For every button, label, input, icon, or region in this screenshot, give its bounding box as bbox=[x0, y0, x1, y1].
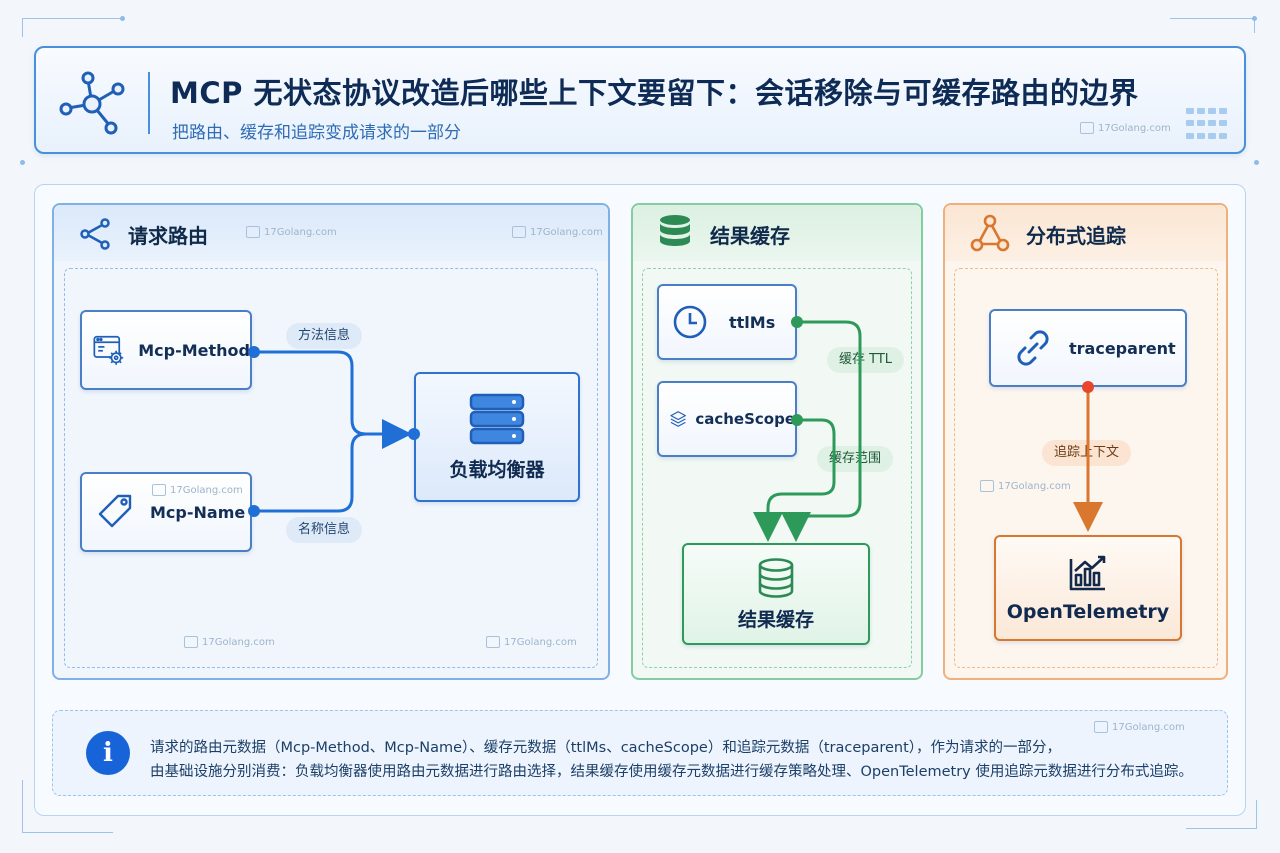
traceparent-connector-dot bbox=[1082, 381, 1094, 393]
corner-dot bbox=[1252, 16, 1257, 21]
corner-dot bbox=[120, 16, 125, 21]
result-cache-label: 结果缓存 bbox=[737, 608, 814, 631]
cache-inner-area bbox=[642, 268, 912, 668]
name-info-pill: 名称信息 bbox=[286, 517, 363, 543]
trace-graph-icon bbox=[970, 214, 1010, 252]
name-to-lb-connector bbox=[254, 432, 406, 513]
grid-decoration-icon bbox=[1186, 108, 1232, 142]
opentelemetry-node: OpenTelemetry bbox=[994, 535, 1182, 641]
ttl-label: ttlMs bbox=[729, 312, 776, 332]
tracing-panel-header bbox=[945, 205, 1226, 261]
watermark-text: 17Golang.com bbox=[530, 226, 603, 238]
watermark-text: 17Golang.com bbox=[1098, 122, 1171, 134]
watermark: 17Golang.com bbox=[184, 636, 275, 648]
database-icon bbox=[660, 215, 690, 246]
watermark: 17Golang.com bbox=[1080, 122, 1171, 134]
watermark-logo-icon bbox=[1080, 122, 1094, 134]
tracing-inner-area bbox=[954, 268, 1218, 668]
info-box bbox=[52, 710, 1228, 796]
link-icon bbox=[1017, 330, 1049, 366]
method-to-lb-connector bbox=[254, 350, 412, 449]
clock-icon bbox=[673, 305, 707, 339]
traceparent-label: traceparent bbox=[1069, 338, 1176, 358]
share-icon bbox=[80, 218, 110, 250]
watermark-logo-icon bbox=[246, 226, 260, 238]
mcp-name-node: Mcp-Name bbox=[80, 472, 252, 552]
layers-icon bbox=[670, 411, 686, 427]
tag-icon bbox=[98, 494, 132, 528]
watermark-text: 17Golang.com bbox=[1112, 721, 1185, 733]
corner-decoration bbox=[22, 18, 123, 37]
opentelemetry-label: OpenTelemetry bbox=[1006, 601, 1170, 623]
page-title: MCP 无状态协议改造后哪些上下文要留下：会话移除与可缓存路由的边界 bbox=[170, 76, 1139, 110]
watermark-text: 17Golang.com bbox=[998, 480, 1071, 492]
watermark: 17Golang.com bbox=[980, 480, 1071, 492]
name-connector-dot bbox=[248, 505, 260, 517]
watermark-logo-icon bbox=[486, 636, 500, 648]
load-balancer-label: 负载均衡器 bbox=[449, 458, 545, 481]
result-cache-node: 结果缓存 bbox=[682, 543, 870, 645]
routing-inner-area bbox=[64, 268, 598, 668]
corner-decoration bbox=[1170, 18, 1255, 33]
corner-dot bbox=[1254, 160, 1259, 165]
corner-dot bbox=[20, 160, 25, 165]
method-connector-dot bbox=[248, 346, 260, 358]
watermark-text: 17Golang.com bbox=[170, 484, 243, 496]
traceparent-node: traceparent bbox=[989, 309, 1187, 387]
analytics-chart-icon bbox=[1069, 555, 1106, 591]
cache-scope-label: cacheScope bbox=[695, 410, 795, 428]
server-stack-icon bbox=[469, 393, 525, 444]
watermark: 17Golang.com bbox=[486, 636, 577, 648]
header-banner bbox=[34, 46, 1246, 154]
corner-decoration bbox=[1186, 800, 1257, 829]
routing-panel-header bbox=[54, 205, 608, 261]
info-text-line-2: 由基础设施分别消费：负载均衡器使用路由元数据进行路由选择，结果缓存使用缓存元数据… bbox=[150, 764, 1193, 780]
watermark: 17Golang.com bbox=[246, 226, 337, 238]
cache-ttl-pill: 缓存 TTL bbox=[827, 347, 905, 373]
watermark: 17Golang.com bbox=[152, 484, 243, 496]
info-text-line-1: 请求的路由元数据（Mcp-Method、Mcp-Name）、缓存元数据（ttlM… bbox=[150, 740, 1062, 756]
watermark-text: 17Golang.com bbox=[202, 636, 275, 648]
watermark-logo-icon bbox=[980, 480, 994, 492]
mcp-method-node: Mcp-Method bbox=[80, 310, 252, 390]
header-divider bbox=[148, 72, 150, 134]
cache-scope-pill: 缓存范围 bbox=[817, 446, 894, 472]
watermark-text: 17Golang.com bbox=[264, 226, 337, 238]
ttl-connector-dot bbox=[791, 316, 803, 328]
routing-panel-title: 请求路由 bbox=[128, 224, 208, 248]
watermark-logo-icon bbox=[184, 636, 198, 648]
scope-connector-dot bbox=[791, 414, 803, 426]
load-balancer-node: 负载均衡器 bbox=[414, 372, 580, 502]
cache-panel-title: 结果缓存 bbox=[710, 224, 790, 248]
page-subtitle: 把路由、缓存和追踪变成请求的一部分 bbox=[172, 123, 461, 143]
watermark-text: 17Golang.com bbox=[504, 636, 577, 648]
scope-to-cache-connector bbox=[753, 418, 836, 542]
info-icon: i bbox=[86, 731, 130, 775]
mcp-name-label: Mcp-Name bbox=[150, 502, 246, 522]
watermark-logo-icon bbox=[512, 226, 526, 238]
tracing-panel-title: 分布式追踪 bbox=[1026, 224, 1126, 248]
corner-decoration bbox=[22, 780, 113, 833]
method-info-pill: 方法信息 bbox=[286, 323, 363, 349]
database-icon bbox=[758, 557, 794, 598]
settings-window-icon bbox=[93, 335, 124, 365]
lb-connector-dot bbox=[408, 428, 420, 440]
watermark: 17Golang.com bbox=[1094, 721, 1185, 733]
watermark-logo-icon bbox=[152, 484, 166, 496]
network-icon bbox=[59, 71, 125, 135]
watermark: 17Golang.com bbox=[512, 226, 603, 238]
watermark-logo-icon bbox=[1094, 721, 1108, 733]
ttl-to-cache-connector bbox=[781, 320, 862, 542]
mcp-method-label: Mcp-Method bbox=[138, 340, 250, 360]
